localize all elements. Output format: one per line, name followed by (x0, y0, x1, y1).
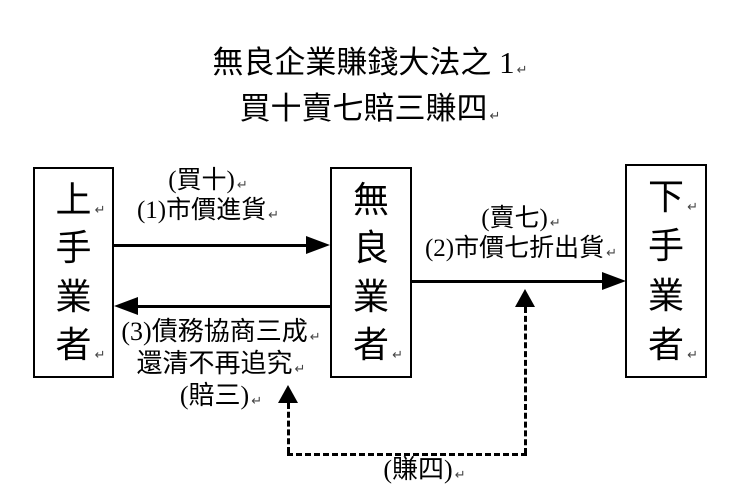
box-char-text: 良 (352, 228, 389, 269)
label-buy-tag: (買十)↵ (123, 166, 293, 196)
box-char-text: 者 (55, 325, 92, 366)
box-char-text: 業 (352, 276, 389, 317)
box-char: 者↵ (352, 325, 403, 366)
box-char: 者↵ (55, 325, 105, 366)
label-settle-cont-text: 還清不再追究 (136, 349, 293, 378)
return-mark-icon: ↵ (309, 330, 321, 345)
label-sell-step-text: (2)市價七折出貨 (424, 235, 605, 262)
label-earn-tag: (賺四)↵ (352, 454, 497, 486)
label-settle-step: (3)債務協商三成↵ (116, 316, 326, 348)
arrow-buy-head-icon (306, 236, 330, 254)
dashed-earn-line-bottom (287, 453, 527, 456)
return-mark-icon: ↵ (268, 208, 280, 223)
return-mark-icon: ↵ (606, 246, 618, 261)
box-char: 者↵ (647, 324, 698, 365)
label-buy: (買十)↵ (1)市價進貨↵ (123, 166, 293, 226)
diagram-title: 無良企業賺錢大法之 1↵ 買十賣七賠三賺四↵ (0, 40, 740, 132)
dashed-earn-line-right (524, 307, 527, 454)
box-char-text: 下 (647, 177, 684, 218)
box-char-text: 者 (647, 324, 684, 365)
label-sell-tag-text: (賣七) (481, 205, 548, 232)
box-char: 業 (55, 279, 91, 315)
arrow-sell-line (412, 280, 602, 283)
box-char-text: 上 (55, 179, 92, 220)
label-settle-tag: (賠三)↵ (116, 380, 326, 412)
title-line-2-text: 買十賣七賠三賺四 (239, 91, 488, 126)
return-mark-icon: ↵ (392, 348, 403, 364)
box-char-text: 業 (55, 276, 92, 317)
box-char: 業 (353, 279, 389, 315)
return-mark-icon: ↵ (687, 347, 698, 363)
box-char: 無 (353, 182, 389, 218)
box-char-text: 業 (647, 275, 684, 316)
box-char: 上↵ (55, 179, 105, 220)
title-line-2: 買十賣七賠三賺四↵ (0, 86, 740, 132)
arrow-buy-line (114, 244, 308, 247)
return-mark-icon: ↵ (251, 394, 263, 409)
arrow-settle-head-icon (114, 297, 138, 315)
box-upstream-vendor: 上↵ 手 業 者↵ (33, 167, 114, 378)
label-sell: (賣七)↵ (2)市價七折出貨↵ (416, 204, 626, 264)
title-line-1-text: 無良企業賺錢大法之 1 (212, 45, 515, 80)
arrow-sell-head-icon (602, 272, 626, 290)
box-char-text: 手 (647, 226, 684, 267)
box-char: 下↵ (647, 177, 698, 218)
box-char: 業 (648, 278, 684, 314)
box-char: 良 (353, 230, 389, 266)
return-mark-icon: ↵ (454, 468, 466, 483)
dashed-earn-arrowhead-left-icon (278, 385, 298, 403)
box-char-text: 手 (55, 228, 92, 269)
return-mark-icon: ↵ (94, 202, 106, 218)
label-earn: (賺四)↵ (352, 454, 497, 486)
dashed-earn-arrowhead-right-icon (515, 289, 535, 307)
return-mark-icon: ↵ (236, 178, 248, 193)
return-mark-icon: ↵ (489, 109, 501, 124)
label-sell-tag: (賣七)↵ (416, 204, 626, 234)
title-line-1: 無良企業賺錢大法之 1↵ (0, 40, 740, 86)
label-settle-cont: 還清不再追究↵ (116, 348, 326, 380)
return-mark-icon: ↵ (516, 63, 528, 78)
box-char: 手 (648, 228, 684, 264)
return-mark-icon: ↵ (94, 348, 106, 364)
dashed-earn-line-left (287, 403, 290, 453)
arrow-settle-line (138, 305, 330, 308)
box-char-text: 無 (352, 179, 389, 220)
box-char-text: 者 (352, 325, 389, 366)
label-buy-step: (1)市價進貨↵ (123, 196, 293, 226)
label-buy-step-text: (1)市價進貨 (136, 197, 267, 224)
label-settle-tag-text: (賠三) (179, 381, 250, 410)
box-downstream-vendor: 下↵ 手 業 者↵ (625, 164, 707, 378)
label-earn-tag-text: (賺四) (383, 455, 453, 484)
return-mark-icon: ↵ (294, 362, 306, 377)
label-sell-step: (2)市價七折出貨↵ (416, 234, 626, 264)
box-char: 手 (55, 230, 91, 266)
label-settle-step-text: (3)債務協商三成 (121, 317, 308, 346)
return-mark-icon: ↵ (549, 216, 561, 231)
label-settle: (3)債務協商三成↵ 還清不再追究↵ (賠三)↵ (116, 316, 326, 412)
return-mark-icon: ↵ (687, 200, 698, 216)
box-unscrupulous-vendor: 無 良 業 者↵ (330, 167, 412, 378)
label-buy-tag-text: (買十) (168, 167, 235, 194)
